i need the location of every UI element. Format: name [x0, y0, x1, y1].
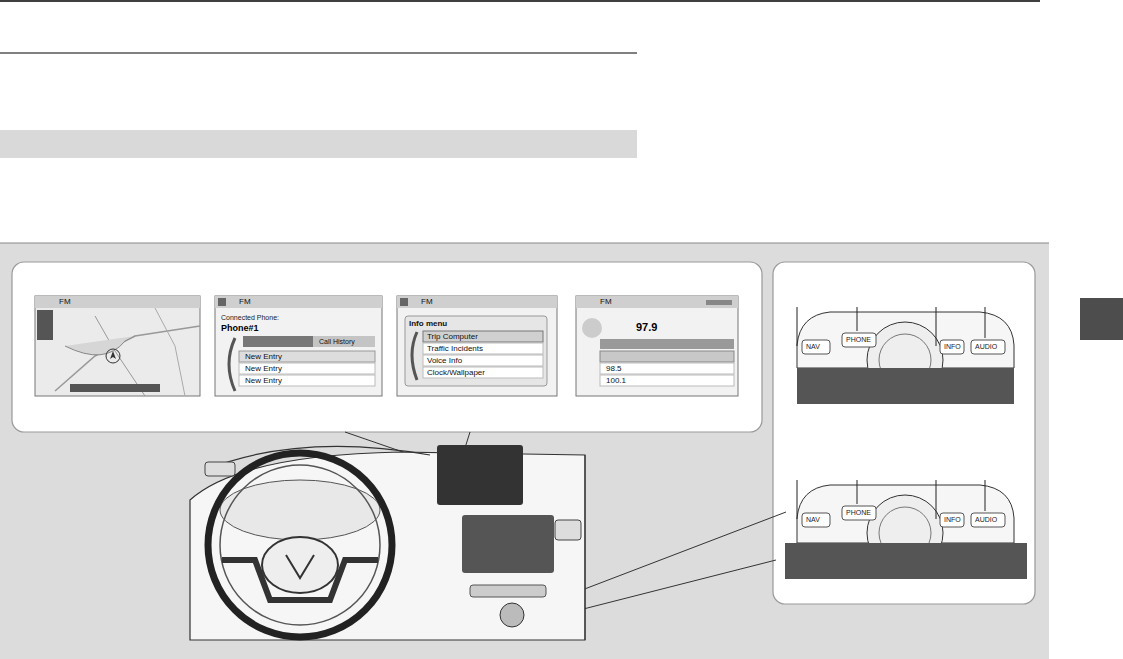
screen-image: FM Connected Phone:Phone#1Call HistoryNew… — [215, 296, 382, 396]
button-label: AUDIO — [975, 516, 997, 524]
screen-text: FM — [239, 297, 251, 307]
screen-text: New Entry — [245, 376, 282, 386]
screen-text: Traffic Incidents — [427, 344, 483, 354]
screen-text: Voice Info — [427, 356, 462, 366]
screen-image: FM 97.9 98.5 100.1 — [576, 296, 738, 396]
screen-text: New Entry — [245, 364, 282, 374]
button-label: PHONE — [846, 509, 871, 517]
screen-text: Trip Computer — [427, 332, 478, 342]
screen-image: FM — [35, 296, 200, 396]
button-label: NAV — [806, 343, 820, 351]
button-label: AUDIO — [975, 343, 997, 351]
screen-text: 97.9 — [636, 321, 657, 334]
screen-text: 100.1 — [606, 376, 626, 386]
button-label: INFO — [944, 516, 961, 524]
button-label: NAV — [806, 516, 820, 524]
screen-text: Call History — [319, 337, 355, 346]
screen-image: FM Info menuTrip ComputerTraffic Incident… — [397, 296, 557, 396]
screen-text: Clock/Wallpaper — [427, 368, 485, 378]
screen-text: FM — [600, 297, 612, 307]
screen-text: FM — [59, 297, 71, 307]
button-label: INFO — [944, 343, 961, 351]
screen-text: Phone#1 — [221, 323, 259, 334]
screen-text: 98.5 — [606, 364, 622, 374]
screen-text: FM — [421, 297, 433, 307]
screen-text: Info menu — [409, 319, 447, 329]
button-label: PHONE — [846, 336, 871, 344]
screen-text: Connected Phone: — [221, 313, 279, 322]
screen-text: New Entry — [245, 352, 282, 362]
